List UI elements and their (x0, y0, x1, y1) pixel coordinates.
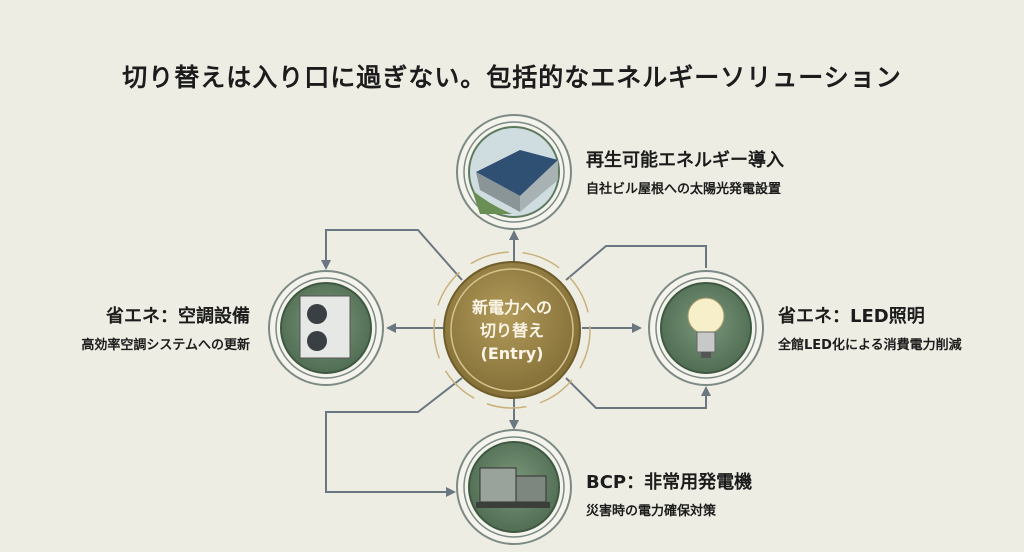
generator-icon (476, 467, 550, 508)
sub-bcp: 災害時の電力確保対策 (586, 504, 717, 519)
page-title: 切り替えは入り口に過ぎない。包括的なエネルギーソリューション (122, 63, 902, 92)
node-left (268, 270, 384, 386)
label-right: 省エネ：LED照明 全館LED化による消費電力削減 (778, 302, 962, 353)
heading-renewable: 再生可能エネルギー導入 (586, 150, 784, 171)
sub-hvac: 高効率空調システムへの更新 (81, 338, 250, 353)
label-left: 省エネ：空調設備 高効率空調システムへの更新 (81, 302, 250, 353)
connector-upper-right (565, 245, 707, 281)
node-bottom (456, 429, 572, 545)
center-line-3: (Entry) (480, 344, 544, 363)
light-bulb-icon (687, 297, 725, 358)
label-top: 再生可能エネルギー導入 自社ビル屋根への太陽光発電設置 (586, 146, 784, 197)
sub-led: 全館LED化による消費電力削減 (778, 338, 962, 353)
center-label: 新電力への 切り替え (Entry) (452, 296, 572, 365)
connector-lower-left (325, 377, 463, 497)
heading-hvac: 省エネ：空調設備 (106, 306, 250, 327)
center-node (433, 251, 591, 409)
solar-panel-roof-icon (472, 150, 558, 214)
label-bottom: BCP：非常用発電機 災害時の電力確保対策 (586, 468, 752, 519)
heading-led: 省エネ：LED照明 (778, 306, 925, 327)
center-line-2: 切り替え (479, 321, 544, 340)
connector-upper-left (321, 229, 463, 281)
heading-bcp: BCP：非常用発電機 (586, 472, 753, 493)
air-conditioner-icon (299, 295, 351, 359)
node-right (648, 270, 764, 386)
connector-lower-right (565, 377, 711, 409)
sub-renewable: 自社ビル屋根への太陽光発電設置 (586, 182, 782, 197)
node-top (456, 114, 572, 230)
center-line-1: 新電力への (471, 298, 552, 317)
